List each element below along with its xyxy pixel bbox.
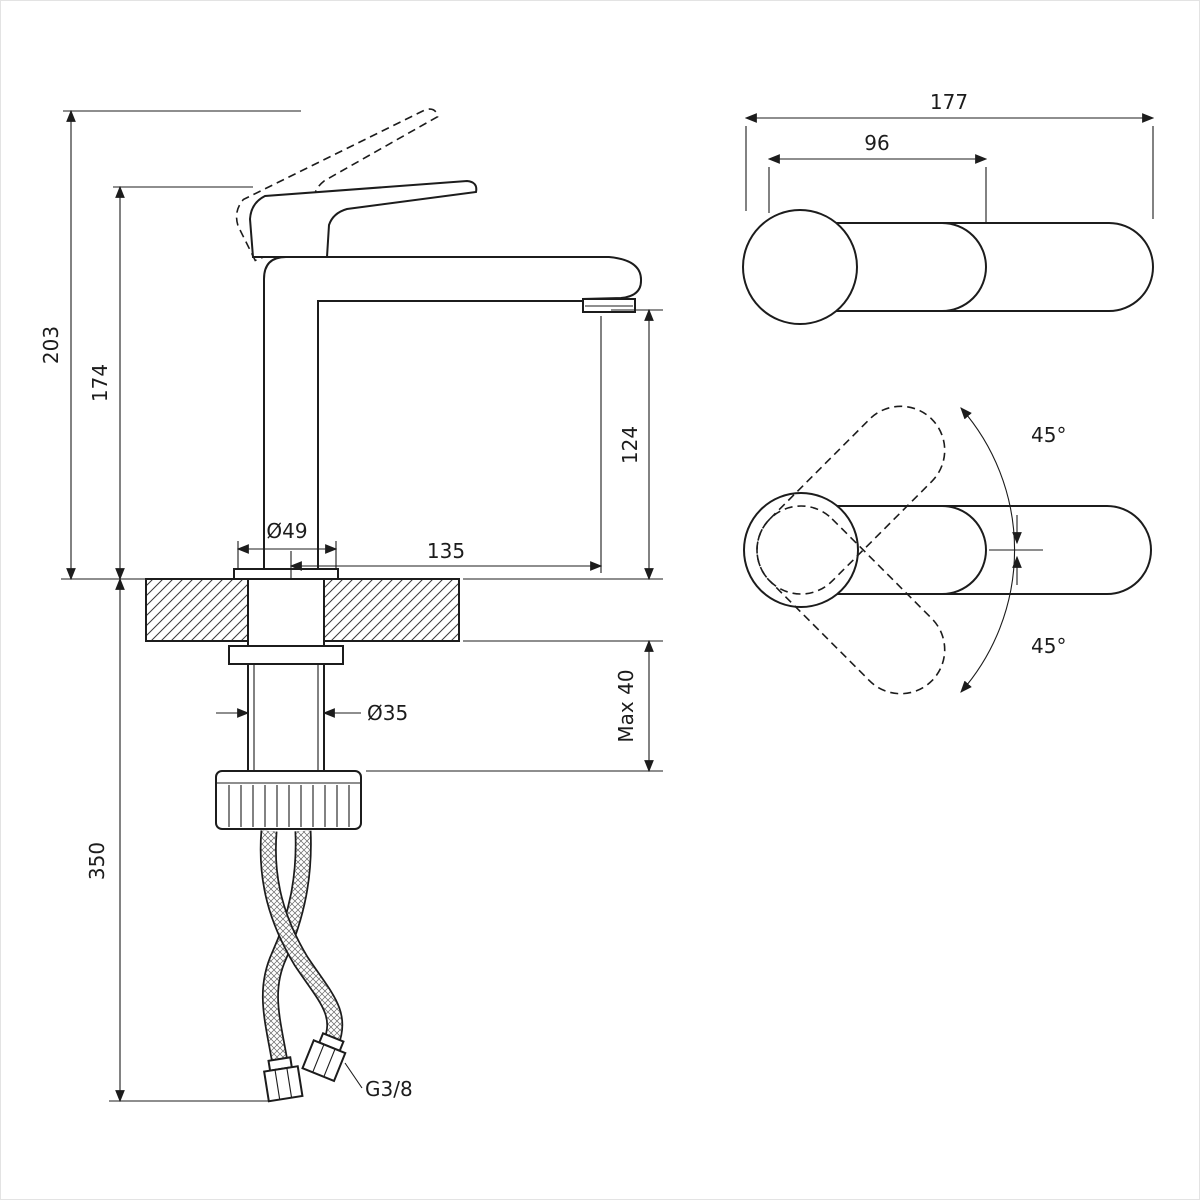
- handle-rest-position: [248, 179, 478, 258]
- hose-fitting: [263, 1056, 304, 1103]
- supply-hoses: [259, 830, 347, 1103]
- plan-view: 177 96: [742, 90, 1155, 325]
- dim-label-350: 350: [85, 842, 109, 880]
- dim-label-d35: Ø35: [367, 701, 408, 725]
- plan-body-circle: [742, 209, 858, 325]
- g38-leader-line: [344, 1062, 363, 1089]
- handle-lever: [235, 108, 478, 262]
- dim-label-max40: Max 40: [614, 669, 638, 742]
- deck-outline: [145, 578, 460, 642]
- dim-label-d49: Ø49: [266, 519, 307, 543]
- deck-hatch-left: [146, 579, 248, 641]
- dim-label-45-down: 45°: [1031, 634, 1066, 658]
- threaded-shank: [247, 664, 325, 771]
- plan-handle-end-arc: [941, 222, 988, 312]
- thread-lines: [253, 664, 319, 771]
- hose-fitting-g38: [301, 1032, 347, 1083]
- knurl-ribs: [228, 785, 350, 827]
- swivel-body-circle: [743, 492, 859, 608]
- dim-label-45-up: 45°: [1031, 423, 1066, 447]
- swivel-view: 45° 45°: [743, 405, 1152, 695]
- counter-deck: [145, 578, 460, 642]
- body-and-spout: [263, 256, 643, 570]
- dim-label-174: 174: [88, 364, 112, 402]
- dim-label-177: 177: [930, 90, 968, 114]
- handle-down-45-position: [756, 505, 946, 695]
- faucet-body: [233, 256, 643, 580]
- mounting-assembly: [215, 577, 362, 830]
- hose-right-braid: [261, 830, 342, 1046]
- plan-extension-lines: [745, 126, 1154, 222]
- dim-label-203: 203: [39, 326, 63, 364]
- dimensions-side-view: 203 174 350 124 Max 40 135 Ø49 Ø35 G3/8: [39, 109, 663, 1103]
- dim-label-g38: G3/8: [365, 1077, 413, 1101]
- dim-label-135: 135: [427, 539, 465, 563]
- dim-label-124: 124: [618, 426, 642, 464]
- lock-washer: [228, 645, 344, 665]
- deck-hole: [248, 577, 324, 643]
- base-flange: [233, 568, 339, 580]
- dim-label-96: 96: [864, 131, 889, 155]
- deck-hatch-right: [324, 579, 459, 641]
- shank-through-deck: [247, 579, 325, 646]
- hose-left-braid: [263, 830, 311, 1065]
